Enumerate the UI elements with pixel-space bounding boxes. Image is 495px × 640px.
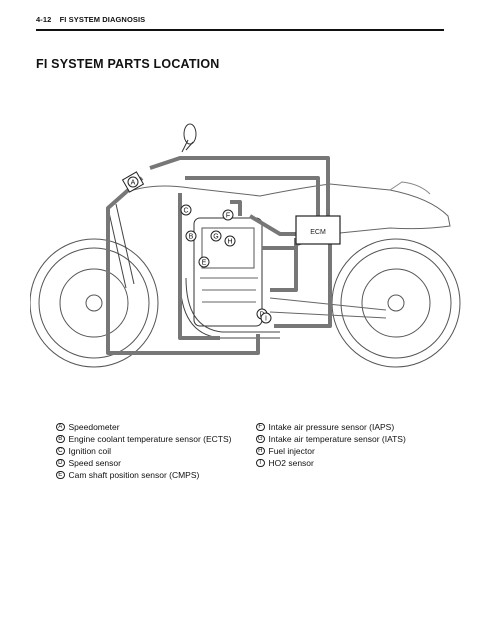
- legend-text: Cam shaft position sensor (CMPS): [68, 470, 200, 480]
- marker-h: H: [224, 235, 236, 247]
- legend-left: A Speedometer B Engine coolant temperatu…: [56, 421, 232, 481]
- legend-item: G Intake air temperature sensor (IATS): [256, 433, 406, 445]
- legend-item: D Speed sensor: [56, 457, 232, 469]
- legend-text: Engine coolant temperature sensor (ECTS): [68, 434, 232, 444]
- legend-text: Ignition coil: [68, 446, 112, 456]
- letter-circle: H: [256, 446, 265, 456]
- letter-circle: E: [56, 470, 65, 480]
- letter-circle: F: [256, 422, 265, 432]
- svg-text:G: G: [213, 234, 218, 241]
- rear-wheel: [331, 238, 461, 368]
- legend-text: Intake air pressure sensor (IAPS): [268, 422, 395, 432]
- svg-text:B: B: [189, 234, 194, 241]
- legend-text: Intake air temperature sensor (IATS): [268, 434, 406, 444]
- harness-front-loop: [106, 176, 260, 355]
- legend-item: C Ignition coil: [56, 445, 232, 457]
- legend-text: Fuel injector: [268, 446, 315, 456]
- marker-c: C: [180, 204, 192, 216]
- legend-item: H Fuel injector: [256, 445, 406, 457]
- svg-text:E: E: [202, 260, 207, 267]
- letter-circle: G: [256, 434, 265, 444]
- legend-item: B Engine coolant temperature sensor (ECT…: [56, 433, 232, 445]
- letter-circle: C: [56, 446, 65, 456]
- marker-g: G: [210, 230, 222, 242]
- marker-f: F: [222, 209, 234, 221]
- page-header: 4-12 FI SYSTEM DIAGNOSIS: [36, 15, 444, 31]
- svg-text:F: F: [226, 213, 230, 220]
- svg-text:I: I: [265, 316, 267, 323]
- svg-text:A: A: [131, 180, 136, 187]
- ecm-label: ECM: [310, 229, 326, 236]
- legend-item: F Intake air pressure sensor (IAPS): [256, 421, 406, 433]
- section-title: FI SYSTEM DIAGNOSIS: [59, 15, 146, 24]
- motorcycle-diagram: ECM A B C D E: [29, 98, 470, 398]
- legend-item: E Cam shaft position sensor (CMPS): [56, 469, 232, 481]
- marker-a: A: [121, 171, 145, 193]
- legend-right: F Intake air pressure sensor (IAPS) G In…: [256, 421, 406, 469]
- legend-text: HO2 sensor: [268, 458, 314, 468]
- legend-item: A Speedometer: [56, 421, 232, 433]
- marker-b: B: [185, 230, 197, 242]
- ecm-box: [295, 215, 341, 245]
- letter-circle: I: [256, 458, 265, 468]
- page-number: 4-12: [36, 15, 52, 24]
- legend-text: Speedometer: [68, 422, 120, 432]
- harness-top-loop: [149, 156, 330, 218]
- marker-e: E: [198, 256, 210, 268]
- page-title: FI SYSTEM PARTS LOCATION: [36, 57, 220, 71]
- letter-circle: D: [56, 458, 65, 468]
- svg-text:C: C: [183, 208, 188, 215]
- svg-text:H: H: [227, 239, 232, 246]
- legend-item: I HO2 sensor: [256, 457, 406, 469]
- marker-i: I: [260, 312, 272, 324]
- front-wheel: [29, 238, 159, 368]
- letter-circle: A: [56, 422, 65, 432]
- letter-circle: B: [56, 434, 65, 444]
- legend-text: Speed sensor: [68, 458, 121, 468]
